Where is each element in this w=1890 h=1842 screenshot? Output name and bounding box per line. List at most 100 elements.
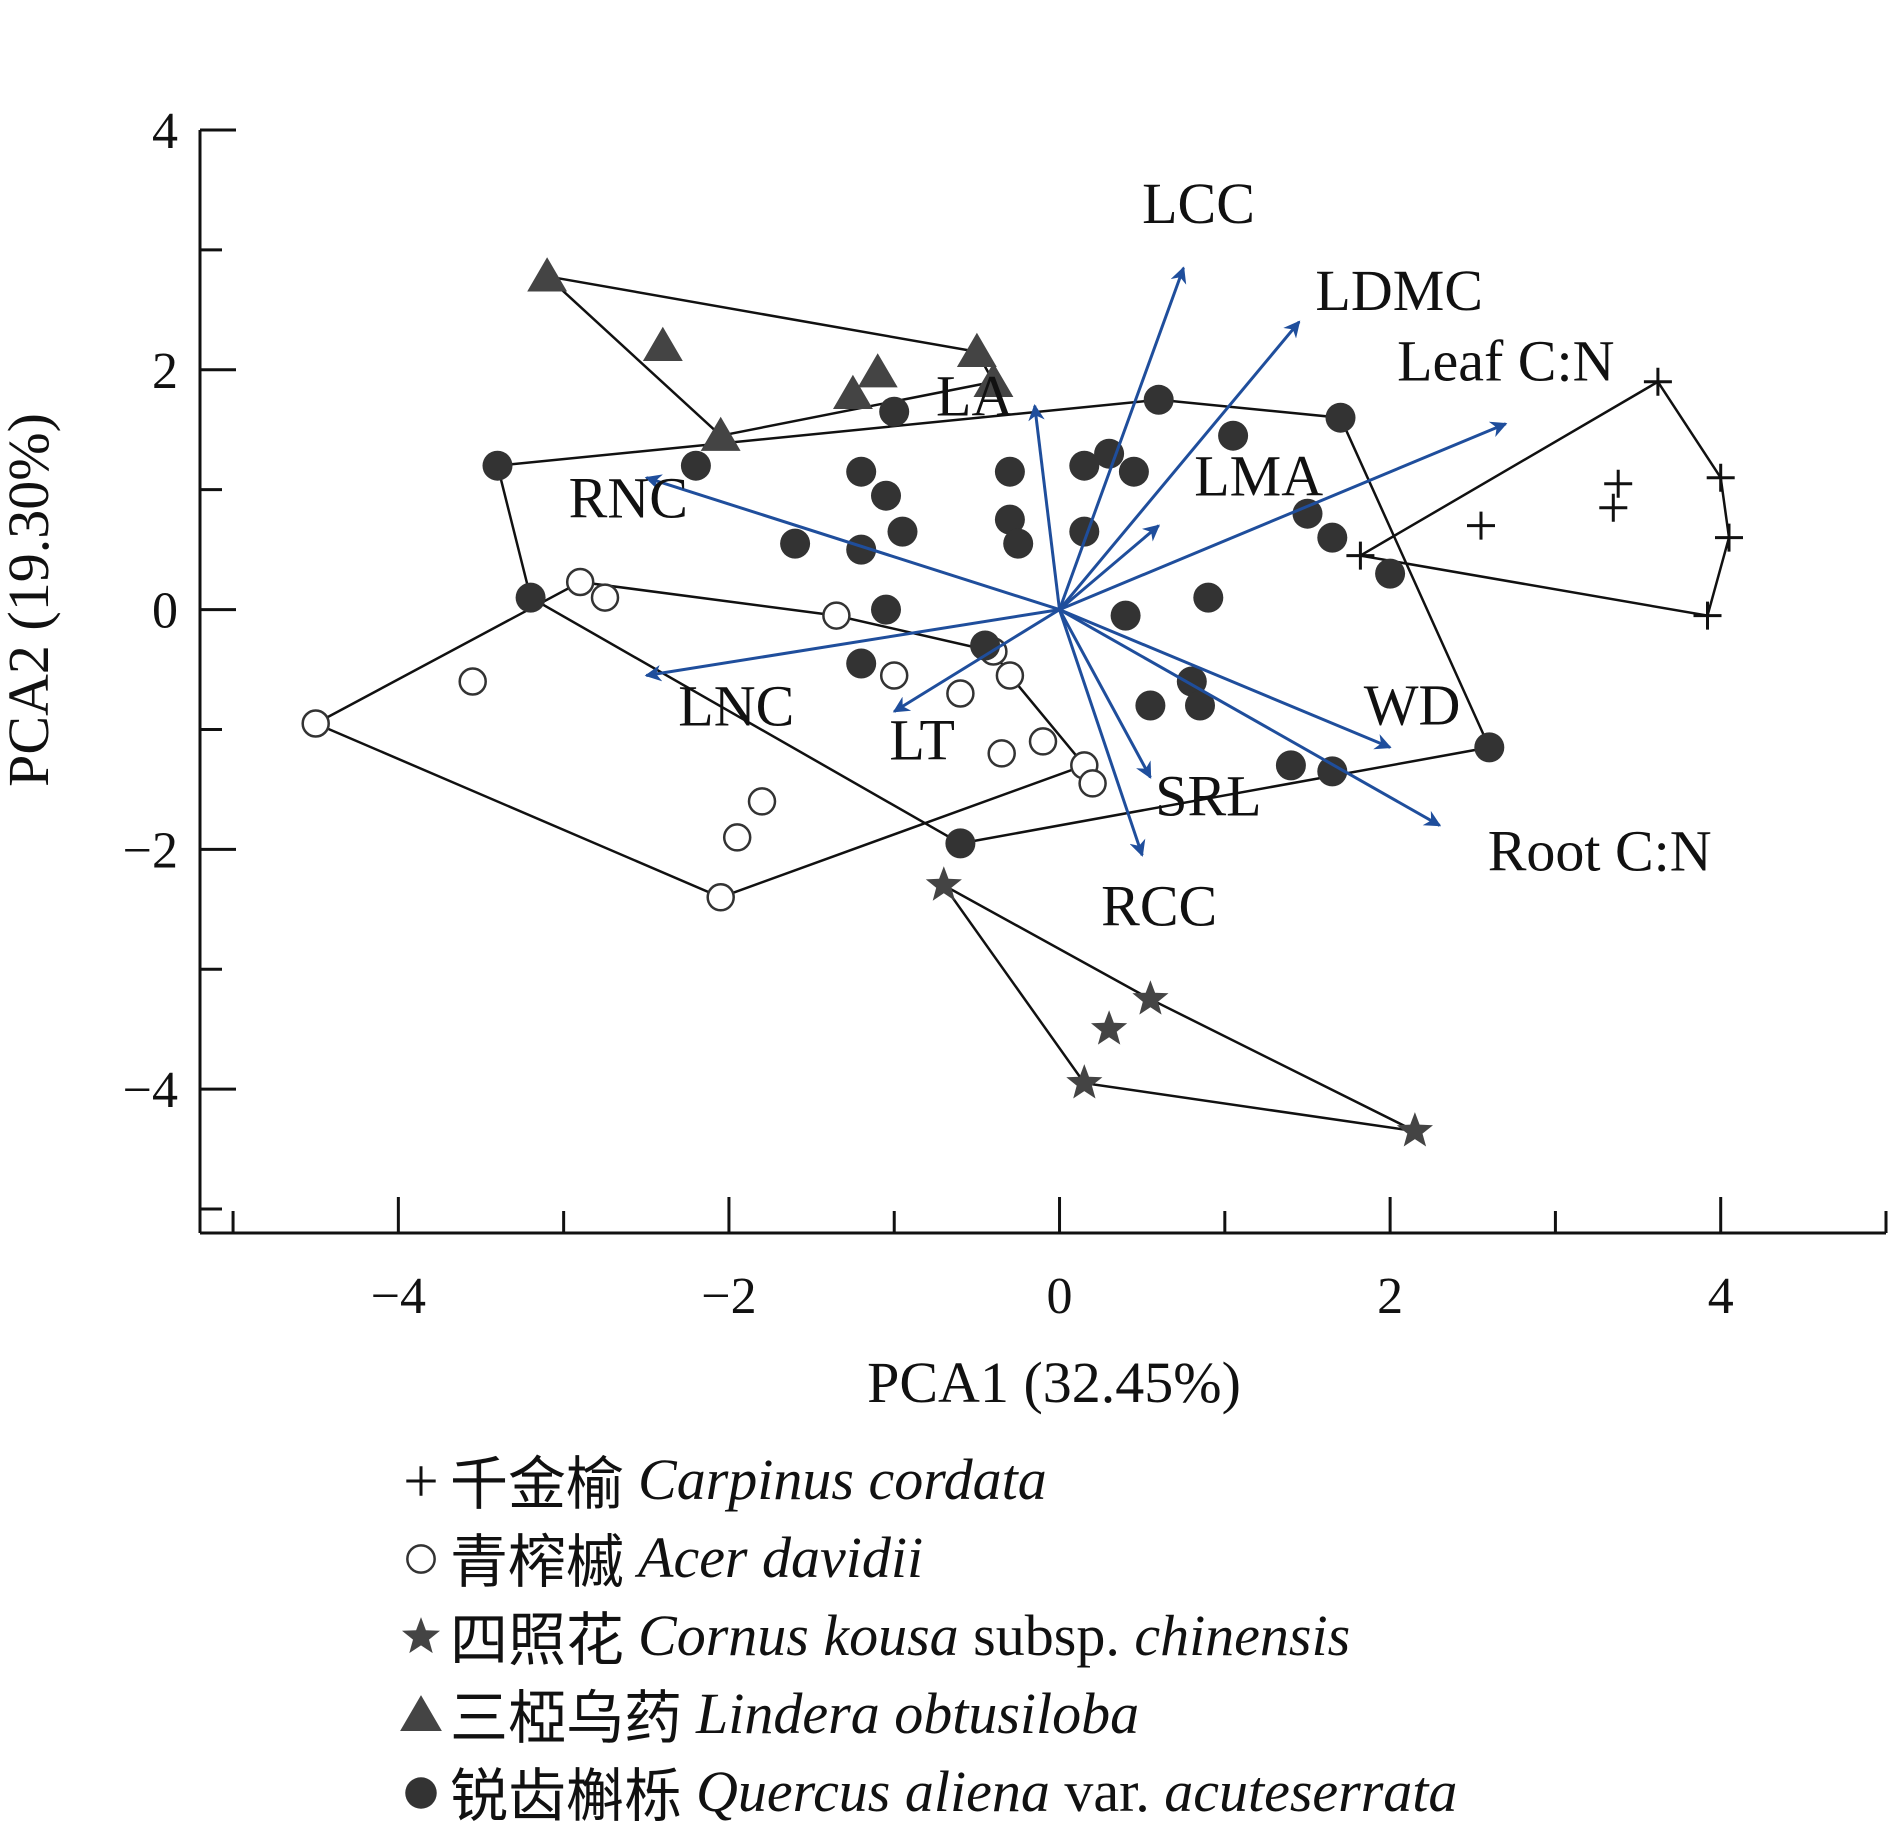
legend-chinese-name: 青榨槭: [450, 1530, 625, 1595]
loading-label-lma: LMA: [1194, 444, 1323, 509]
filled-circle-marker: [1118, 456, 1149, 487]
y-tick-label: 4: [152, 103, 178, 160]
triangle-marker: [400, 1695, 442, 1731]
filled-circle-marker: [945, 828, 976, 859]
x-tick-label: 0: [1047, 1268, 1073, 1325]
carpinus-points: [1346, 367, 1743, 630]
loading-arrow-la: [1028, 404, 1061, 610]
filled-circle-marker: [680, 450, 711, 481]
loading-arrow-srl: [1058, 608, 1152, 779]
filled-circle-marker: [780, 528, 811, 559]
filled-circle-marker: [994, 456, 1025, 487]
y-tick-label: −2: [123, 822, 178, 879]
loading-arrow-rnc: [644, 474, 1060, 612]
filled-circle-marker: [887, 516, 918, 547]
plus-marker: [1604, 469, 1633, 498]
open-circle-marker: [879, 661, 909, 690]
legend-chinese-name: 锐齿槲栎: [450, 1764, 683, 1829]
star-marker: [402, 1617, 440, 1654]
open-circle-marker: [406, 1544, 436, 1574]
filled-circle-marker: [1292, 498, 1323, 529]
star-marker: [1091, 1010, 1128, 1045]
legend-chinese-name: 三椏乌药: [450, 1686, 683, 1751]
filled-circle-marker: [1185, 690, 1215, 721]
filled-circle-marker: [1375, 558, 1406, 589]
legend-chinese-name: 千金榆: [450, 1452, 625, 1517]
filled-circle-marker: [879, 396, 910, 427]
open-circle-marker: [995, 661, 1025, 690]
open-circle-marker: [565, 567, 595, 597]
filled-circle-marker: [1135, 690, 1166, 721]
loading-arrow-lt: [892, 608, 1061, 713]
loading-label-lt: LT: [889, 708, 955, 773]
star-icon: [402, 1617, 440, 1654]
loading-arrow-leaf-c-n: [1058, 421, 1508, 611]
legend-scientific-name: Cornus kousa subsp. chinensis: [638, 1602, 1351, 1668]
plus-marker: [1693, 601, 1722, 630]
filled-circle-marker: [1474, 732, 1505, 763]
filled-circle-marker: [1275, 750, 1306, 781]
carpinus-hull: [1356, 380, 1731, 618]
open-circle-marker: [458, 667, 487, 696]
filled-circle-marker: [1094, 438, 1125, 469]
open-circle-marker: [1028, 727, 1058, 756]
triangle-icon: [400, 1695, 442, 1731]
filled-circle-marker: [970, 630, 1001, 661]
lindera-points: [527, 257, 1014, 451]
y-tick-label: 2: [152, 343, 178, 400]
open-circle-marker: [946, 679, 975, 708]
plus-marker: [1599, 493, 1628, 522]
filled-circle-marker: [1193, 582, 1224, 613]
filled-circle-marker: [1218, 420, 1249, 451]
legend-scientific-name: Carpinus cordata: [638, 1446, 1047, 1512]
open-circle-marker: [706, 883, 735, 912]
filled-circle-marker: [405, 1777, 437, 1809]
y-axis-title: PCA2 (19.30%): [0, 413, 61, 787]
star-marker: [1396, 1112, 1433, 1147]
triangle-marker: [973, 362, 1014, 397]
open-circle-marker: [747, 787, 777, 816]
loading-label-root-c-n: Root C:N: [1488, 818, 1712, 883]
filled-circle-marker: [515, 582, 546, 613]
quercus-points: [482, 384, 1505, 859]
legend-chinese-name: 四照花: [450, 1608, 625, 1673]
filled-circle-marker: [871, 594, 901, 625]
plus-marker: [1643, 367, 1672, 396]
filled-circle-marker: [1317, 756, 1348, 787]
filled-circle-icon: [405, 1777, 437, 1809]
cornus-points: [925, 866, 1433, 1147]
filled-circle-marker: [482, 450, 513, 481]
loading-label-lcc: LCC: [1142, 171, 1255, 236]
filled-circle-marker: [1317, 522, 1348, 553]
x-tick-label: −4: [371, 1268, 426, 1325]
x-tick-label: −2: [701, 1268, 756, 1325]
filled-circle-marker: [1143, 384, 1174, 415]
plus-marker: [406, 1466, 436, 1496]
legend-scientific-name: Acer davidii: [638, 1524, 924, 1590]
loading-arrow-wd: [1058, 608, 1392, 750]
triangle-marker: [956, 332, 997, 367]
plus-marker: [1715, 523, 1743, 552]
plus-marker: [1706, 463, 1735, 492]
y-tick-label: 0: [152, 583, 178, 640]
loading-arrow-ldmc: [1058, 320, 1301, 611]
filled-circle-marker: [1110, 600, 1141, 631]
triangle-marker: [527, 257, 568, 292]
plus-marker: [1346, 541, 1375, 570]
triangle-marker: [700, 416, 741, 451]
open-circle-marker: [722, 823, 752, 852]
star-marker: [1066, 1064, 1103, 1099]
filled-circle-marker: [846, 648, 877, 679]
loading-label-la: LA: [936, 364, 1013, 429]
lindera-hull: [543, 274, 996, 438]
star-marker: [925, 866, 962, 901]
loading-label-wd: WD: [1364, 672, 1461, 737]
